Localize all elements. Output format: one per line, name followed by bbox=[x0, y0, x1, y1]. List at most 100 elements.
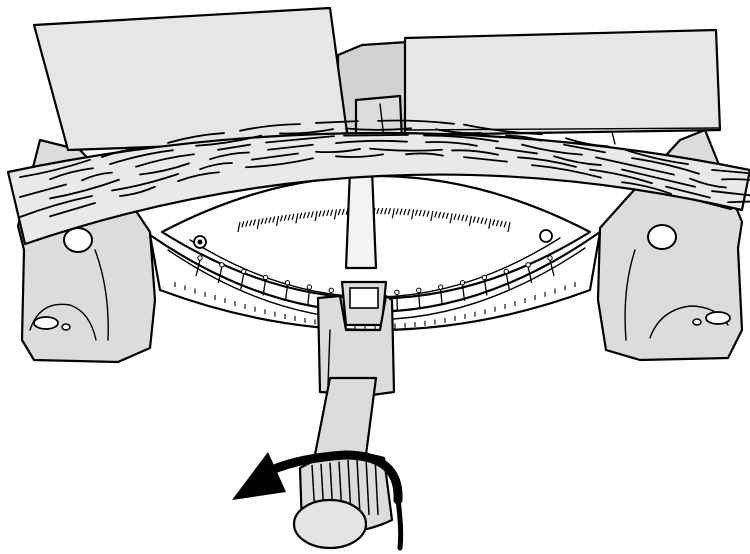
scale-tick bbox=[488, 218, 492, 230]
grain-stroke bbox=[665, 185, 711, 199]
detent-tick bbox=[396, 294, 399, 311]
grain-stroke bbox=[279, 128, 334, 135]
grain-stroke bbox=[631, 157, 700, 175]
grain-stroke bbox=[721, 178, 750, 181]
scale-tick bbox=[507, 221, 511, 233]
scale-tick bbox=[441, 212, 445, 219]
grain-stroke bbox=[691, 198, 732, 211]
turntable bbox=[148, 168, 602, 332]
knob-rib bbox=[374, 456, 379, 516]
scale-tick bbox=[272, 216, 276, 223]
grain-stroke bbox=[689, 177, 727, 189]
scale-tick bbox=[468, 215, 473, 227]
scale-tick bbox=[306, 211, 310, 219]
scale-tick bbox=[314, 210, 318, 222]
scale-tick bbox=[337, 208, 341, 216]
right-mount-hole bbox=[705, 311, 731, 325]
scale-tick bbox=[445, 212, 449, 219]
grain-stroke bbox=[711, 190, 750, 197]
grain-stroke bbox=[199, 162, 233, 171]
left-wing-contour bbox=[94, 249, 109, 341]
grain-stroke bbox=[595, 156, 675, 176]
detent-tick bbox=[240, 273, 245, 290]
scale-tick bbox=[499, 220, 503, 227]
fences bbox=[32, 6, 722, 152]
grain-stroke bbox=[711, 168, 750, 175]
detent-dot bbox=[437, 284, 444, 290]
scale-tick bbox=[256, 218, 260, 230]
grain-stroke bbox=[267, 143, 314, 151]
scale-tick bbox=[326, 209, 330, 217]
scale-tick bbox=[422, 210, 426, 217]
kerf-slot bbox=[344, 168, 378, 270]
scale-tick bbox=[461, 214, 465, 222]
grain-stroke bbox=[139, 162, 190, 176]
scale-tick bbox=[275, 215, 280, 227]
grain-stroke bbox=[531, 164, 602, 179]
grain-stroke bbox=[135, 153, 195, 168]
detent-dot bbox=[394, 289, 400, 296]
detent-tick bbox=[418, 292, 421, 309]
detent-dot bbox=[306, 284, 313, 290]
scale-tick bbox=[476, 216, 480, 224]
left-mount-hole-small bbox=[61, 323, 71, 331]
scale-ticks bbox=[237, 207, 511, 233]
detent-dot bbox=[481, 274, 488, 281]
scale-tick bbox=[303, 212, 307, 219]
grain-stroke bbox=[451, 149, 499, 156]
grain-stroke bbox=[335, 153, 384, 158]
scale-tick bbox=[380, 207, 384, 215]
right-fence-slot bbox=[611, 131, 616, 145]
scale-tick bbox=[399, 208, 403, 215]
grain-stroke bbox=[109, 149, 174, 166]
scale-tick bbox=[376, 207, 380, 215]
scale-tick bbox=[245, 220, 249, 227]
scale-tick bbox=[395, 208, 399, 215]
scale-tick bbox=[484, 218, 488, 225]
scale-tick bbox=[384, 207, 388, 215]
grain-stroke bbox=[81, 171, 113, 182]
grain-stroke bbox=[495, 146, 538, 155]
detent-dot bbox=[459, 280, 466, 286]
grain-stroke bbox=[463, 123, 543, 136]
scale-tick bbox=[237, 221, 241, 233]
grain-stroke bbox=[521, 143, 583, 156]
bowed-board bbox=[6, 119, 750, 246]
scale-tick bbox=[430, 210, 434, 222]
detent-tick bbox=[307, 289, 311, 306]
rotate-arrow-tail bbox=[395, 497, 404, 551]
knob-rib bbox=[365, 457, 370, 516]
scale-tick bbox=[299, 212, 303, 219]
scale-tick bbox=[268, 216, 272, 224]
grain-stroke bbox=[517, 156, 577, 168]
detent-tick bbox=[549, 259, 555, 277]
grain-stroke bbox=[209, 151, 250, 161]
scale-tick bbox=[503, 221, 507, 228]
grain-stroke bbox=[239, 123, 301, 132]
handle-bracket-inner bbox=[327, 329, 331, 386]
grain-stroke bbox=[553, 155, 602, 166]
grain-stroke bbox=[245, 157, 314, 169]
scale-tick bbox=[418, 209, 422, 217]
scale-tick bbox=[291, 213, 295, 220]
grain-stroke bbox=[195, 134, 262, 147]
left-upper-hole bbox=[63, 227, 93, 253]
grain-stroke bbox=[49, 178, 120, 200]
pointer-window bbox=[349, 287, 379, 309]
scale-tick bbox=[480, 217, 484, 224]
left-foot-slot bbox=[29, 303, 97, 341]
grain-stroke bbox=[505, 134, 542, 142]
grain-stroke bbox=[565, 137, 609, 148]
detent-tick bbox=[439, 289, 443, 306]
scale-tick bbox=[287, 214, 291, 221]
detent-screw-left-inner bbox=[197, 239, 203, 245]
grain-stroke bbox=[343, 134, 409, 137]
scale-tick bbox=[330, 209, 334, 216]
detent-dot bbox=[416, 287, 422, 294]
grain-stroke bbox=[345, 127, 412, 131]
grain-stroke bbox=[727, 200, 750, 204]
grain-stroke bbox=[265, 135, 335, 144]
grain-stroke bbox=[463, 156, 508, 163]
